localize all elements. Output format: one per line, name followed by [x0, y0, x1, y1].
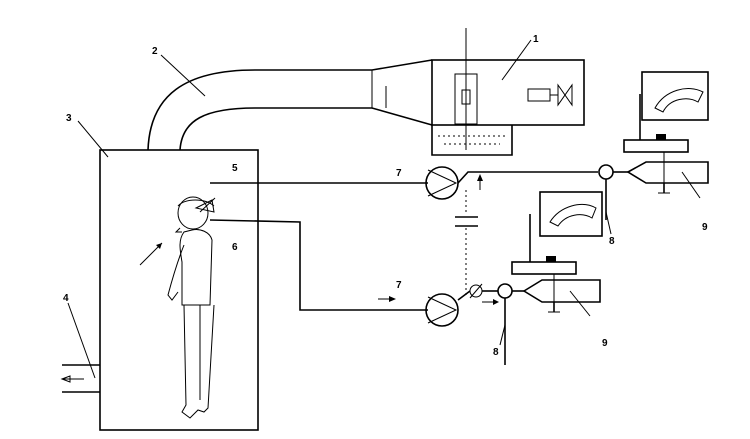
subject-torso: [179, 229, 213, 306]
duct-inner-wall: [179, 107, 433, 151]
lower-gauge-display: [539, 191, 603, 237]
upper-device-base: [623, 139, 689, 153]
label-3: 3: [66, 113, 72, 124]
upper-chamber-body: [626, 161, 709, 184]
lower-device-base: [511, 261, 577, 275]
label-8-lower: 8: [493, 347, 499, 358]
subject-arm: [167, 244, 185, 301]
upper-gauge-display: [641, 71, 709, 121]
lower-gauge-dial: [549, 204, 597, 227]
test-subject-figure: [167, 196, 216, 419]
environment-unit: [431, 28, 585, 156]
label-4: 4: [63, 293, 69, 304]
unit-housing: [431, 59, 585, 126]
upper-pump: [425, 166, 459, 200]
flow-arrow-lower: [389, 296, 396, 302]
label-2: 2: [152, 46, 158, 57]
subject-legs: [181, 304, 215, 419]
exhaust-arrow: [60, 375, 71, 383]
subject-head: [177, 196, 209, 230]
label-5: 5: [232, 163, 238, 174]
lower-photometer: [511, 191, 603, 317]
inflow-arrow: [156, 243, 162, 249]
label-9-lower: 9: [602, 338, 608, 349]
fan-icon: [557, 83, 573, 107]
supply-duct: [147, 59, 433, 151]
label-8-upper: 8: [609, 236, 615, 247]
label-7-lower: 7: [396, 280, 402, 291]
flow-arrow-up: [477, 174, 483, 181]
lower-sample-line: [209, 219, 428, 311]
water-tank: [431, 125, 513, 156]
lower-pump: [425, 293, 459, 327]
respirator-mask: [194, 199, 215, 213]
exhaust-outlet: [60, 364, 100, 393]
label-6: 6: [232, 242, 238, 253]
upper-flow-node: [598, 164, 614, 180]
lower-flow-node: [497, 283, 513, 299]
upper-gauge-dial: [654, 88, 704, 113]
label-9-upper: 9: [702, 222, 708, 233]
flow-arrow-lower-2: [493, 299, 499, 305]
upper-outlet-line: [457, 171, 598, 184]
lower-chamber-body: [522, 279, 601, 303]
duct-outer-wall: [147, 59, 433, 151]
label-7-upper: 7: [396, 168, 402, 179]
test-chamber: [99, 149, 259, 431]
label-1: 1: [533, 34, 539, 45]
motor-box: [527, 88, 551, 102]
upper-photometer: [623, 71, 709, 199]
